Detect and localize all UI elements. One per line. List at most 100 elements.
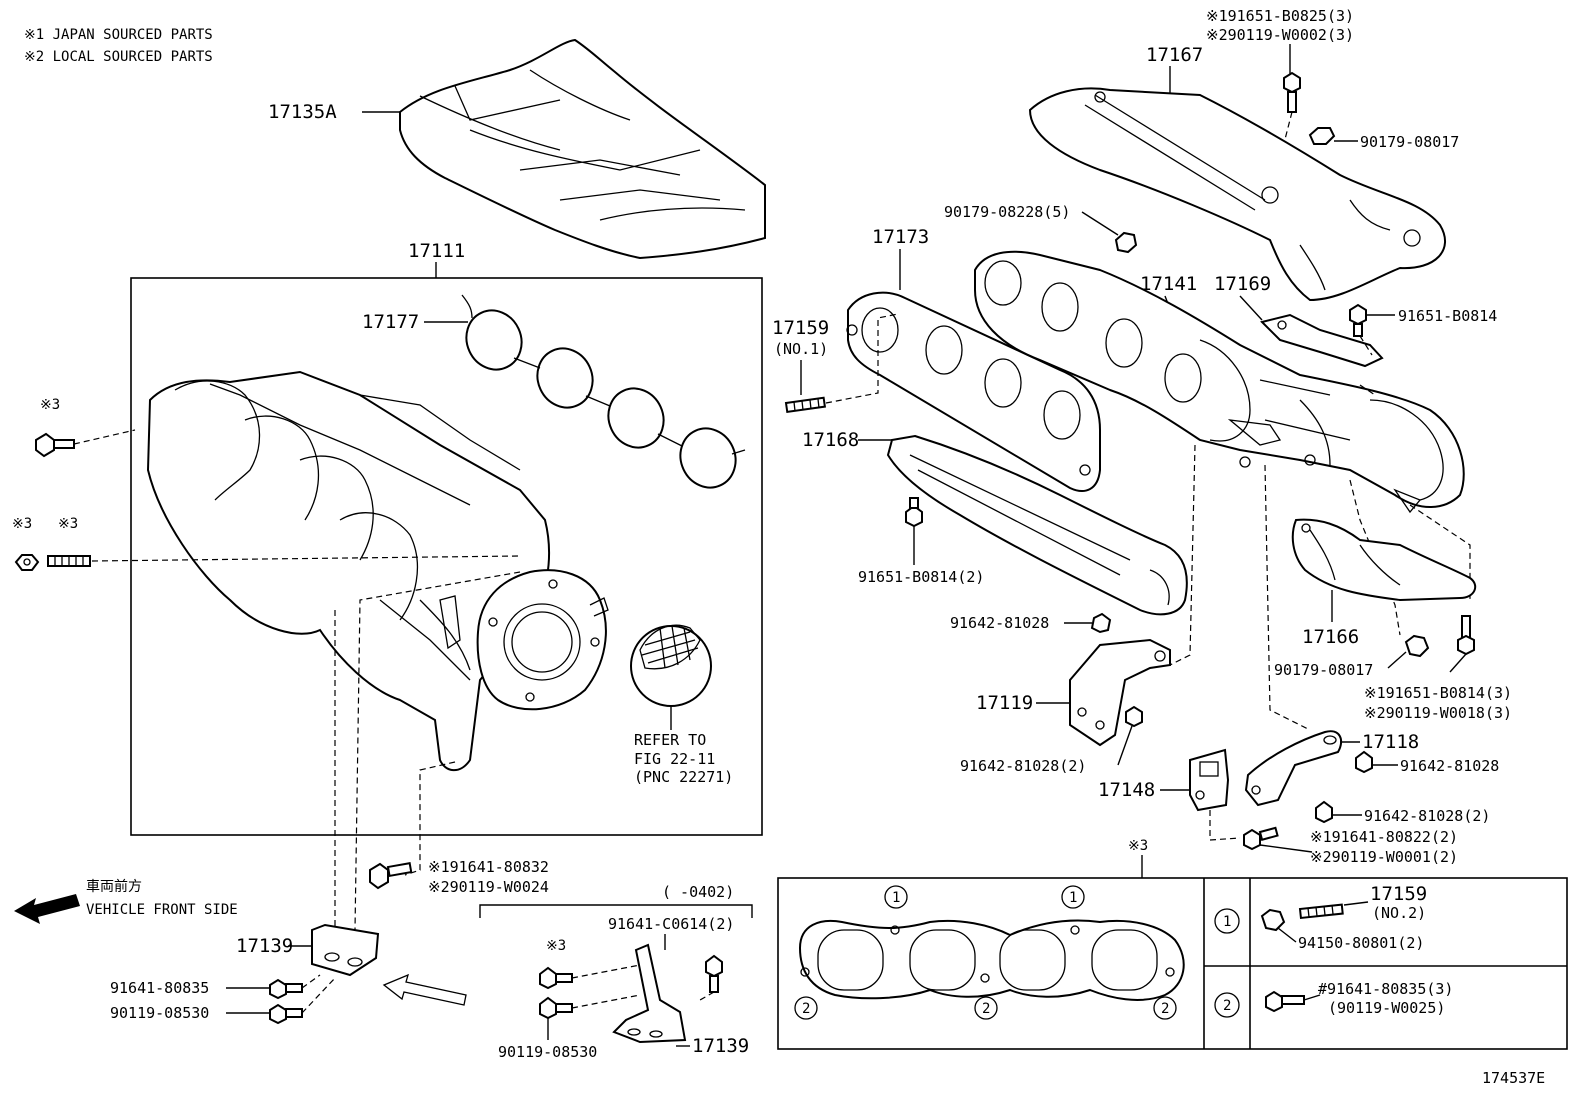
nut-90179-08228[interactable] <box>1114 231 1138 254</box>
label-90119-W0025: (90119-W0025) <box>1328 999 1445 1017</box>
label-91641-80835-3: #91641-80835(3) <box>1318 980 1453 998</box>
bolt-91641-80835[interactable] <box>269 978 303 1000</box>
leader-91642-81028-2a <box>1117 725 1133 766</box>
label-91641-C0614: 91641-C0614(2) <box>608 915 734 933</box>
leader-90179-08017-bottom <box>1387 651 1407 669</box>
label-no2: (NO.2) <box>1372 904 1426 922</box>
dash-stud-17159 <box>825 313 899 404</box>
stud-17159-no2[interactable] <box>1298 903 1344 920</box>
bolt-left-top[interactable] <box>35 432 75 458</box>
label-90179-08228: 90179-08228(5) <box>944 203 1070 221</box>
bracket-17148[interactable] <box>1189 748 1230 812</box>
label-17139-right: 17139 <box>692 1035 749 1057</box>
mark-3-e: ※3 <box>1128 838 1148 854</box>
vehicle-front-arrow-icon <box>14 894 80 924</box>
refer-text-2: FIG 22-11 <box>634 750 715 768</box>
heat-insulator-17167[interactable] <box>1028 87 1446 302</box>
bolt-91642-81028-a[interactable] <box>1090 612 1112 634</box>
label-17148: 17148 <box>1098 779 1155 801</box>
key-2 <box>1214 992 1240 1018</box>
callout-1-b-text: 1 <box>1069 890 1077 906</box>
label-17169: 17169 <box>1214 273 1271 295</box>
label-90119-08530-left: 90119-08530 <box>110 1004 209 1022</box>
bracket-17139-right[interactable] <box>612 943 687 1044</box>
label-94150: 94150-80801(2) <box>1298 934 1424 952</box>
figure-id: 174537E <box>1482 1069 1545 1087</box>
stud-17159-no1[interactable] <box>784 396 827 414</box>
dash-manifold-bolt <box>1409 504 1471 600</box>
vehicle-front-en: VEHICLE FRONT SIDE <box>86 902 238 918</box>
label-17166: 17166 <box>1302 626 1359 648</box>
intake-manifold-body[interactable] <box>146 370 551 772</box>
exhaust-gasket-17173[interactable] <box>846 291 1101 492</box>
heat-insulator-17168[interactable] <box>886 434 1188 616</box>
dash-manifold-down <box>1169 444 1196 666</box>
bolt-90119-08530-left[interactable] <box>269 1003 303 1025</box>
label-17159-no2: 17159 <box>1370 883 1427 905</box>
key-1 <box>1214 908 1240 934</box>
dash-manifold-17118 <box>1264 464 1311 731</box>
leader-90179-08228 <box>1081 211 1119 236</box>
bolt-C0614[interactable] <box>705 954 723 993</box>
note-local-sourced: ※2 LOCAL SOURCED PARTS <box>24 49 213 65</box>
bolt-91642-81028-2b[interactable] <box>1315 800 1333 824</box>
dash-bracket-right <box>571 964 715 1009</box>
intake-gasket-17177[interactable] <box>457 294 746 497</box>
vehicle-front-jp: 車両前方 <box>86 878 142 895</box>
leader-17169 <box>1239 295 1263 321</box>
bracket-17119[interactable] <box>1069 638 1171 747</box>
label-17141: 17141 <box>1140 273 1197 295</box>
label-90119-08530-right: 90119-08530 <box>498 1043 597 1061</box>
bracket-17169[interactable] <box>1260 313 1384 368</box>
mesh-filter-reference <box>630 624 712 707</box>
bolt-90119-08530-right[interactable] <box>539 996 573 1020</box>
dash-throttle-down <box>354 571 521 931</box>
callout-1-b <box>1061 885 1085 909</box>
label-no1: (NO.1) <box>774 340 828 358</box>
label-top-bolt-2: ※290119-W0002(3) <box>1206 26 1354 44</box>
dash-17148 <box>1209 810 1241 841</box>
label-91642-81028-2b: 91642-81028(2) <box>1364 807 1490 825</box>
bolt-91641-80832[interactable] <box>369 862 413 890</box>
exhaust-manifold-17141[interactable] <box>974 250 1465 514</box>
bolt-91642-81028-b[interactable] <box>1355 750 1373 774</box>
bolt-91641-80835-3[interactable] <box>1265 990 1305 1013</box>
nut-left[interactable] <box>14 554 40 571</box>
leader-94150 <box>1277 927 1297 943</box>
engine-cover-17135A[interactable] <box>399 38 766 260</box>
label-91642-81028-b: 91642-81028 <box>1400 757 1499 775</box>
nut-90179-08017-top[interactable] <box>1308 127 1336 145</box>
throttle-flange[interactable] <box>476 569 609 711</box>
bracket-17139-left[interactable] <box>311 923 380 977</box>
label-bolt-c2: ※290119-W0001(2) <box>1310 848 1458 866</box>
leader-91651-B0814-3 <box>1449 653 1467 673</box>
heat-insulator-17166[interactable] <box>1291 518 1477 602</box>
nut-90179-08017-bottom[interactable] <box>1404 634 1430 658</box>
label-91651-B0814: 91651-B0814 <box>1398 307 1497 325</box>
label-17173: 17173 <box>872 226 929 248</box>
bolt-91651-B0814-2[interactable] <box>905 497 923 528</box>
bolt-91641-80822[interactable] <box>1243 826 1279 851</box>
dash-flange-bolt <box>404 761 456 876</box>
callout-1-a <box>884 885 908 909</box>
bolt-3-right[interactable] <box>539 966 573 990</box>
label-bolt-b1: ※191651-B0814(3) <box>1364 684 1512 702</box>
bolt-91642-81028-2a[interactable] <box>1125 705 1143 728</box>
label-17177: 17177 <box>362 311 419 333</box>
refer-text-1: REFER TO <box>634 731 706 749</box>
bolt-91651-B0814[interactable] <box>1349 303 1367 337</box>
label-17159: 17159 <box>772 317 829 339</box>
key-1-text: 1 <box>1223 914 1231 930</box>
note-japan-sourced: ※1 JAPAN SOURCED PARTS <box>24 27 213 43</box>
bolt-91651-B0814-3[interactable] <box>1457 615 1475 656</box>
bracket-17118[interactable] <box>1244 730 1343 807</box>
stud-left[interactable] <box>47 555 91 567</box>
refer-text-3: (PNC 22271) <box>634 768 733 786</box>
dash-17169 <box>1359 335 1376 396</box>
bolt-top-heat-insulator[interactable] <box>1283 71 1301 113</box>
nut-94150-80801[interactable] <box>1260 908 1286 932</box>
callout-2-b <box>974 996 998 1020</box>
label-91651-B0814-2: 91651-B0814(2) <box>858 568 984 586</box>
callout-2-a <box>794 996 818 1020</box>
